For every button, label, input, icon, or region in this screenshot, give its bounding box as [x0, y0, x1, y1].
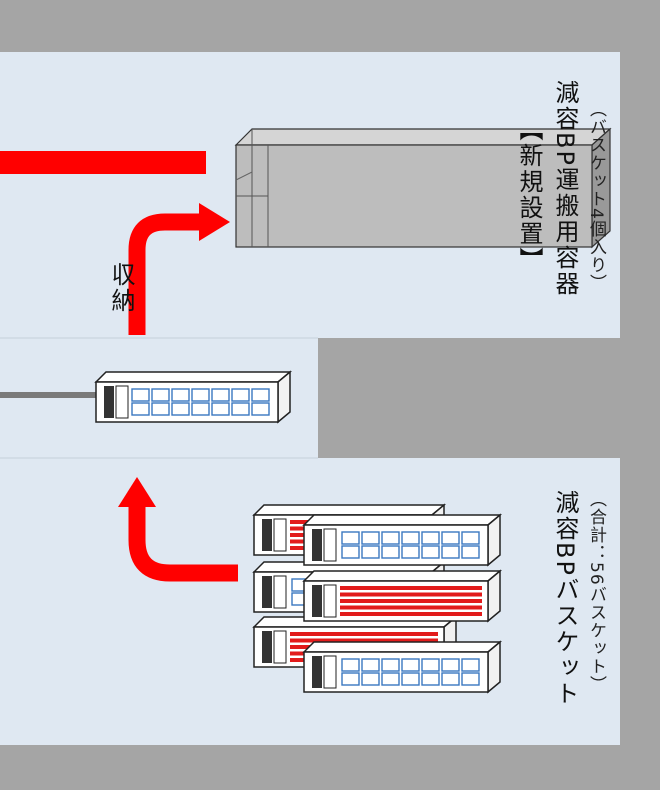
basket-cell: [171, 388, 190, 402]
basket-cell: [461, 658, 480, 672]
basket-cell: [381, 545, 400, 559]
basket-red-stripe: [340, 592, 482, 597]
basket-icon: [302, 513, 503, 567]
basket-cell: [381, 531, 400, 545]
basket-cell: [361, 658, 380, 672]
basket-cell: [211, 388, 230, 402]
basket-cell: [461, 531, 480, 545]
basket-cell: [191, 388, 210, 402]
basket-cell: [461, 672, 480, 686]
basket-cell: [441, 545, 460, 559]
basket-cell: [131, 402, 150, 416]
red-bar: [0, 151, 206, 174]
basket-cell: [441, 531, 460, 545]
label-store-action: 収納: [107, 262, 135, 314]
basket-cell: [381, 672, 400, 686]
basket-cell: [341, 545, 360, 559]
basket-red-stripe: [290, 632, 438, 636]
basket-icon: [302, 569, 503, 623]
transport-container-icon: [234, 127, 612, 249]
basket-cell: [421, 658, 440, 672]
basket-cell: [401, 658, 420, 672]
label-new-container-note: （バスケット4個入り）: [586, 100, 606, 292]
right-angle-arrow-icon: [128, 203, 230, 335]
basket-icon: [94, 370, 293, 424]
basket-cell: [361, 672, 380, 686]
basket-cell: [251, 402, 270, 416]
basket-red-stripe: [340, 586, 482, 590]
basket-cell: [231, 388, 250, 402]
basket-cell: [131, 388, 150, 402]
label-basket-title: 減容BPバスケット: [551, 490, 579, 707]
basket-red-stripe: [340, 605, 482, 610]
basket-cell: [361, 545, 380, 559]
crane-cable: [0, 392, 110, 398]
label-basket-note: （合計：56バスケット）: [586, 490, 606, 694]
basket-cell: [151, 388, 170, 402]
basket-red-stripe: [340, 612, 482, 616]
basket-cell: [341, 531, 360, 545]
basket-cell: [441, 672, 460, 686]
basket-cell: [211, 402, 230, 416]
basket-cell: [421, 672, 440, 686]
basket-stack: [252, 503, 503, 694]
basket-cell: [461, 545, 480, 559]
basket-cell: [341, 672, 360, 686]
label-new-container-name: 減容BP運搬用容器: [551, 80, 579, 297]
label-new-container-title: 【新規設置】: [515, 117, 543, 273]
basket-cell: [381, 658, 400, 672]
basket-cell: [251, 388, 270, 402]
basket-icon: [302, 640, 503, 694]
basket-cell: [231, 402, 250, 416]
up-arrow-icon: [118, 477, 238, 582]
basket-cell: [151, 402, 170, 416]
basket-cell: [191, 402, 210, 416]
basket-cell: [401, 531, 420, 545]
basket-cell: [341, 658, 360, 672]
basket-red-stripe: [290, 638, 438, 643]
basket-cell: [361, 531, 380, 545]
basket-cell: [421, 545, 440, 559]
basket-cell: [401, 545, 420, 559]
basket-cell: [441, 658, 460, 672]
basket-cell: [401, 672, 420, 686]
basket-cell: [421, 531, 440, 545]
basket-red-stripe: [340, 599, 482, 603]
basket-cell: [171, 402, 190, 416]
